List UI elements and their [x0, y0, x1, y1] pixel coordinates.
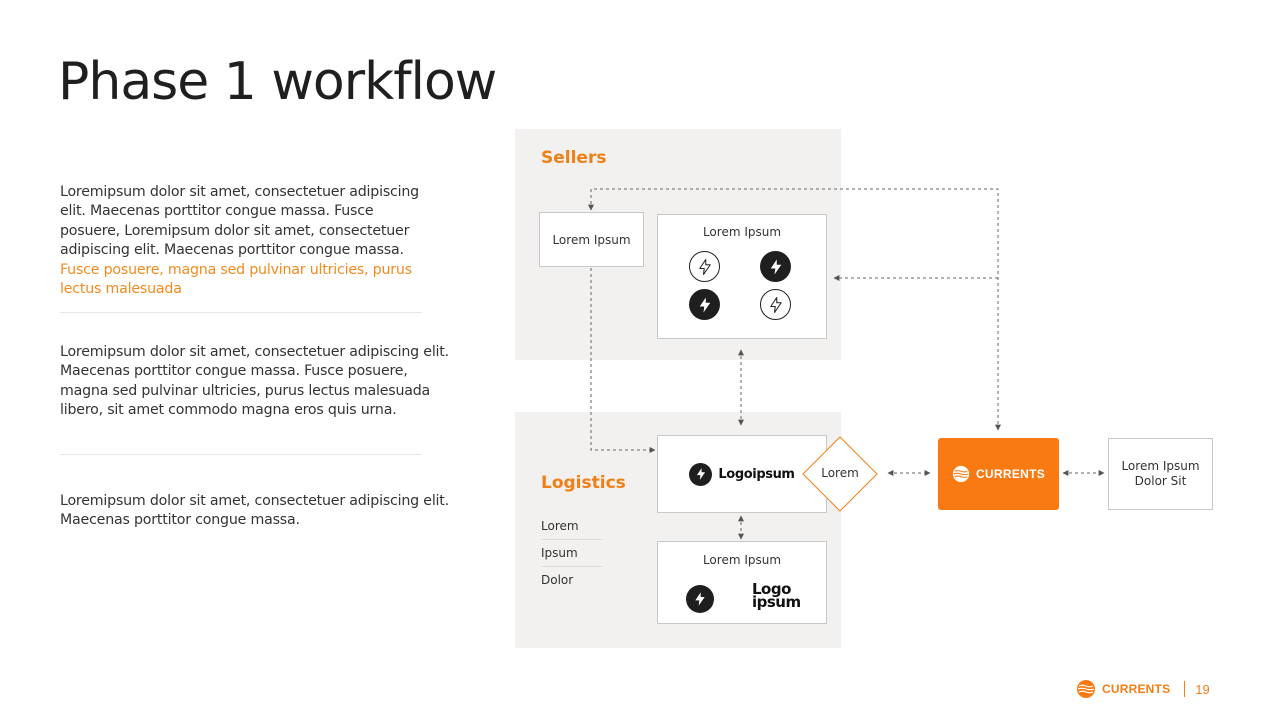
bolt-solid-icon: [686, 585, 714, 613]
currents-label: CURRENTS: [975, 467, 1046, 481]
paragraph-1-text: Loremipsum dolor sit amet, consectetuer …: [60, 184, 419, 259]
bolt-solid-icon: [760, 251, 791, 282]
list-divider: [541, 566, 603, 567]
sellers-lorem-ipsum-box: Lorem Ipsum: [539, 212, 644, 267]
logistics-lorem-ipsum-box: Lorem Ipsum Logo ipsum: [657, 541, 827, 624]
output-line2: Dolor Sit: [1134, 474, 1187, 488]
decision-diamond: [802, 436, 878, 512]
logo-stack-line2: ipsum: [752, 593, 801, 611]
sellers-label: Sellers: [541, 148, 607, 168]
logistics-list-item: Ipsum: [541, 546, 578, 560]
logo-ipsum-stack: Logo ipsum: [752, 580, 801, 611]
output-box: Lorem Ipsum Dolor Sit: [1108, 438, 1213, 510]
bolt-solid-icon: [689, 289, 720, 320]
currents-node: CURRENTS: [938, 438, 1059, 510]
footer: CURRENTS 19: [1076, 678, 1210, 700]
seller-icons-box: Lorem Ipsum: [657, 214, 827, 339]
logistics-label: Logistics: [541, 473, 626, 493]
logo-stack-line1: Logo: [752, 580, 791, 598]
bolt-outline-icon: [760, 289, 791, 320]
logistics-list-item: Dolor: [541, 573, 574, 587]
paragraph-3: Loremipsum dolor sit amet, consectetuer …: [60, 493, 449, 529]
bolt-solid-icon: [689, 462, 713, 486]
divider: [60, 312, 422, 313]
diamond-label: Lorem: [821, 466, 859, 480]
icons-box-label: Lorem Ipsum: [702, 225, 782, 239]
divider: [60, 454, 422, 455]
footer-brand: CURRENTS: [1102, 682, 1171, 696]
paragraph-1: Loremipsum dolor sit amet, consectetuer …: [60, 183, 430, 299]
currents-logo-icon: [1077, 680, 1095, 698]
slide-title: Phase 1 workflow: [58, 52, 497, 112]
currents-logo-icon: [952, 465, 970, 483]
logistics-list-item: Lorem: [541, 519, 579, 533]
paragraph-2: Loremipsum dolor sit amet, consectetuer …: [60, 344, 449, 419]
page-number: 19: [1195, 681, 1210, 697]
footer-separator: [1184, 681, 1186, 697]
list-divider: [541, 539, 603, 540]
sellers-box-label: Lorem Ipsum: [552, 232, 631, 247]
paragraph-1-highlight: Fusce posuere, magna sed pulvinar ultric…: [60, 261, 412, 298]
output-line1: Lorem Ipsum: [1121, 459, 1200, 473]
bolt-outline-icon: [689, 251, 720, 282]
logoipsum-text: Logoipsum: [718, 466, 795, 482]
logistics-box-label: Lorem Ipsum: [702, 553, 782, 567]
